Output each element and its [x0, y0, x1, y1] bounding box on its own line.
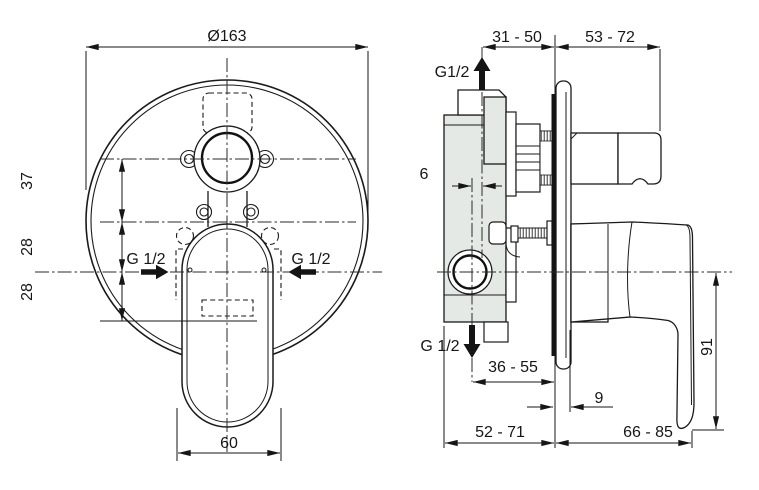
handle-bell-curve [627, 221, 633, 318]
hidden-bracket-left [175, 248, 183, 300]
bolt-thread [517, 227, 548, 239]
hidden-lug-right [260, 226, 280, 246]
hidden-bracket-right [274, 248, 282, 300]
hidden-lug-left [175, 226, 195, 246]
diverter-neck [570, 132, 619, 185]
plate-offset-label: 9 [595, 390, 604, 407]
top-outlet-label: G1/2 [435, 64, 470, 81]
diverter-bevel [570, 132, 578, 140]
dim-28b-label: 28 [19, 283, 36, 301]
inlet-dot-left [187, 267, 193, 273]
mounting-flange-upper [505, 111, 517, 197]
handle-width-label: 60 [220, 435, 238, 452]
front-view: Ø163 37 28 28 G 1/2 G 1/2 60 [19, 28, 382, 461]
cartridge-body [515, 123, 541, 193]
lower-screw-right [246, 207, 256, 217]
escutcheon-plate [555, 80, 572, 370]
diameter-label: Ø163 [207, 28, 246, 45]
lower-ear-left [195, 203, 213, 221]
bottom-axis-to-wall-label: 36 - 55 [488, 359, 538, 376]
lower-ear-right [242, 203, 260, 221]
lever-to-wall-label: 66 - 85 [623, 424, 673, 441]
flow-arrow-down-icon [463, 325, 481, 358]
side-view: 31 - 50 53 - 72 G1/2 6 G 1/2 36 - 55 9 5… [420, 29, 732, 448]
lower-bracket [483, 321, 509, 343]
lower-screw-left [199, 207, 209, 217]
thread-band-bottom [539, 174, 553, 186]
bolt-bracket-arc [505, 243, 521, 258]
body-to-wall-label: 52 - 71 [475, 424, 525, 441]
inlet-right-label: G 1/2 [291, 251, 330, 268]
dim-28a-label: 28 [19, 238, 36, 256]
flow-arrow-up-icon [473, 57, 491, 90]
inlet-left-label: G 1/2 [126, 251, 165, 268]
riser-tube [483, 96, 507, 165]
diverter-knob [617, 132, 662, 185]
lever-back-inner-line [685, 224, 692, 406]
flow-arrow-right-icon [141, 264, 169, 280]
lever-height-label: 91 [699, 338, 716, 356]
bottom-outlet-label: G 1/2 [420, 338, 459, 355]
thread-band-top [539, 130, 553, 142]
axis-offset-label: 6 [420, 166, 429, 183]
trim-projection-label: 53 - 72 [585, 29, 635, 46]
bolt-head [510, 225, 519, 243]
bolt-bracket [488, 221, 507, 245]
wall-seal [551, 94, 556, 356]
recess-depth-label: 31 - 50 [492, 29, 542, 46]
dim-37-label: 37 [19, 172, 36, 190]
bolt-washer [546, 220, 553, 246]
flow-arrow-left-icon [288, 264, 316, 280]
handle-lever-side [570, 221, 695, 430]
